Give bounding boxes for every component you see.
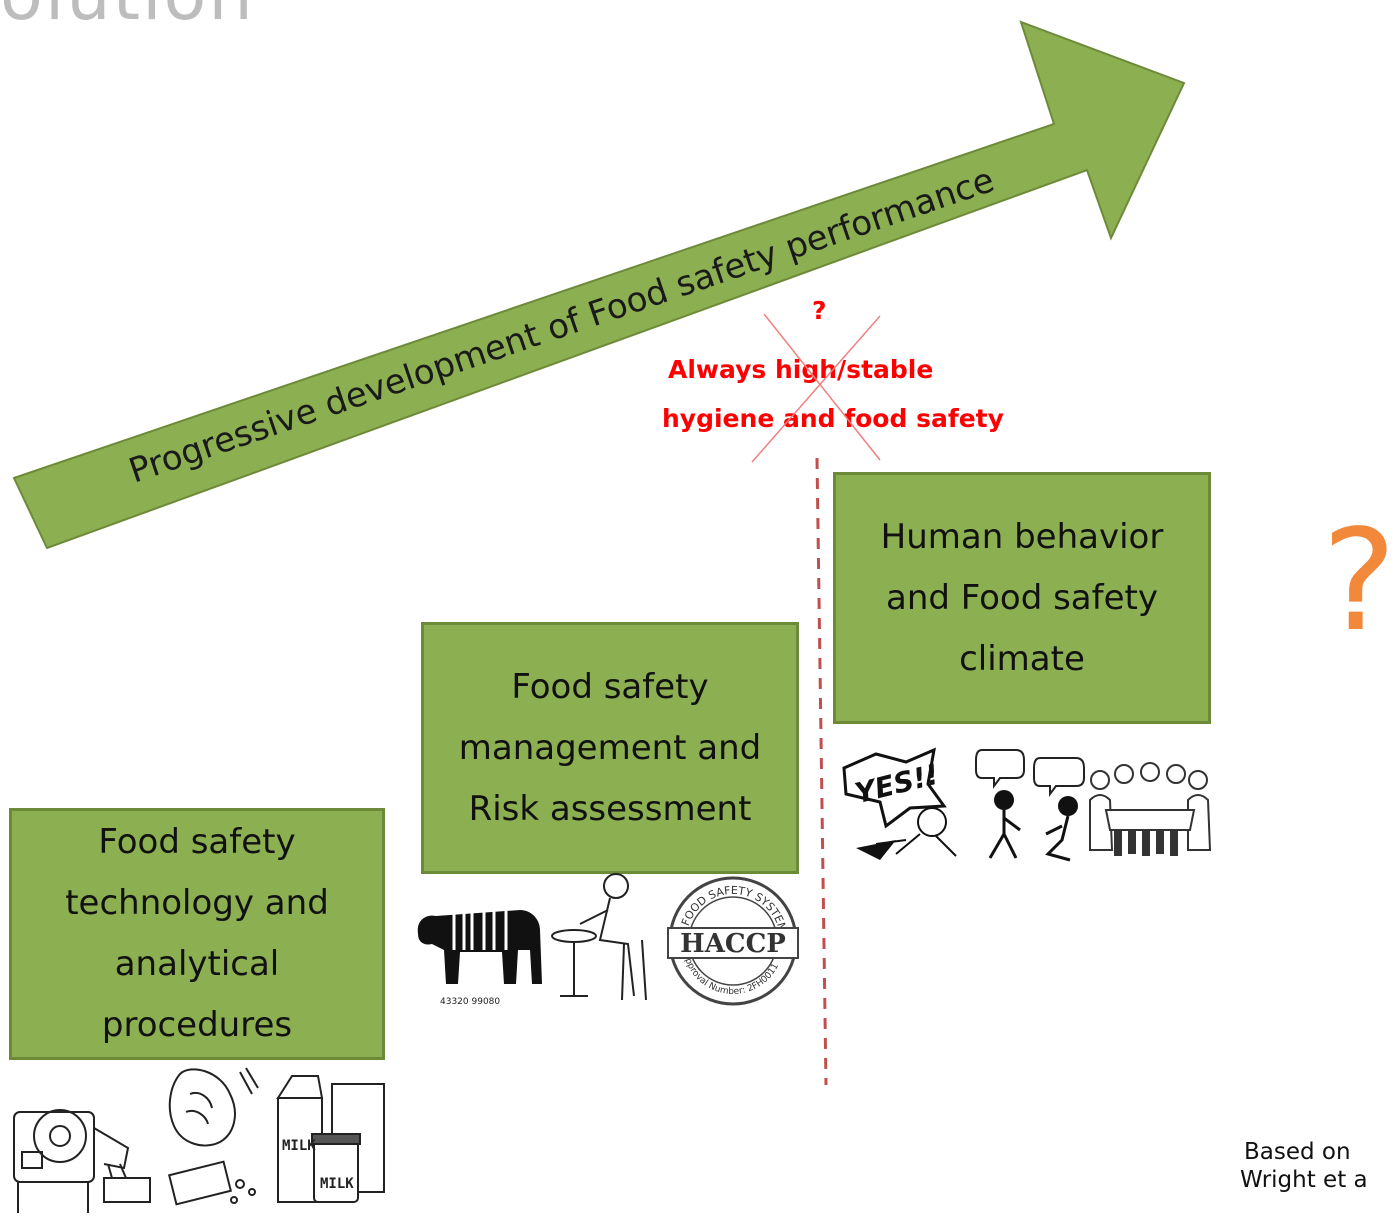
milk-cartons-icon: MILK MILK bbox=[276, 1075, 385, 1203]
citation-line2: Wright et a bbox=[1240, 1167, 1368, 1193]
dashed-divider bbox=[815, 457, 828, 1086]
slide-title-fragment: olution bbox=[0, 0, 255, 36]
team-hands-together-icon bbox=[1089, 762, 1212, 856]
progress-arrow-shape bbox=[12, 20, 1186, 550]
coffee-roaster-machine-icon bbox=[13, 1109, 151, 1213]
milk-carton-label: MILK bbox=[282, 1138, 316, 1154]
stage-technology-label: Food safety technology and analytical pr… bbox=[65, 822, 329, 1045]
hand-washing-soap-icon bbox=[167, 1067, 259, 1206]
man-eating-at-table-icon bbox=[551, 873, 647, 1001]
citation-line1: Based on bbox=[1244, 1139, 1351, 1165]
stage-human-behavior-label: Human behavior and Food safety climate bbox=[880, 516, 1164, 679]
haccp-seal-icon: FOOD SAFETY SYSTEM Approval Number: 2FH0… bbox=[667, 876, 799, 1006]
crossed-note-line2: hygiene and food safety bbox=[662, 404, 1004, 433]
yes-shouting-person-icon: YES!! bbox=[842, 747, 957, 860]
haccp-label: HACCP bbox=[680, 929, 786, 959]
stage-management-label: Food safety management and Risk assessme… bbox=[458, 666, 762, 829]
side-question-mark: ? bbox=[1322, 500, 1397, 663]
barcode-cow-icon: 43320 99080 bbox=[417, 910, 542, 1007]
two-people-talking-icon bbox=[975, 749, 1085, 862]
stage-box-human-behavior: Human behavior and Food safety climate bbox=[833, 472, 1211, 724]
stage-box-management: Food safety management and Risk assessme… bbox=[421, 622, 799, 874]
barcode-number: 43320 99080 bbox=[440, 997, 500, 1007]
powder-milk-label: MILK bbox=[320, 1176, 354, 1192]
stage-box-technology: Food safety technology and analytical pr… bbox=[9, 808, 385, 1060]
crossed-note-question: ? bbox=[812, 296, 827, 325]
